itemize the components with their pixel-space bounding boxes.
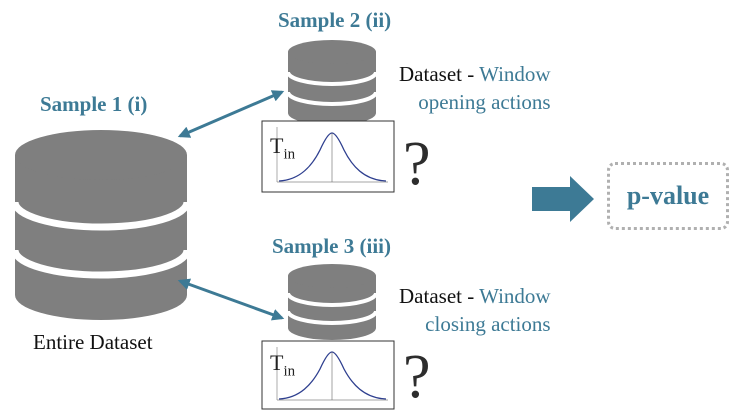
sample3-distribution-plot xyxy=(261,340,395,410)
p-value-box: p-value xyxy=(607,162,729,230)
sample3-question-mark: ? xyxy=(403,343,431,411)
sample2-database-icon xyxy=(286,40,378,125)
sample3-description: Dataset - Window closing actions xyxy=(399,282,551,338)
sample3-label: Sample 3 (iii) xyxy=(272,234,391,258)
sample2-desc-line2: opening actions xyxy=(418,90,551,114)
sample2-desc-accent: Window xyxy=(479,62,551,86)
sample3-link-arrow xyxy=(177,278,285,321)
sample1-label: Sample 1 (i) xyxy=(40,92,148,116)
sample3-desc-line2: closing actions xyxy=(425,312,551,336)
sample2-question-mark: ? xyxy=(403,130,431,198)
sample2-description: Dataset - Window opening actions xyxy=(399,60,551,116)
entire-dataset-label: Entire Dataset xyxy=(33,330,153,354)
sample2-distribution-plot xyxy=(261,120,395,193)
entire-dataset-database-icon xyxy=(11,130,191,320)
sample2-link-arrow xyxy=(177,90,285,138)
sample3-statistic-label: Tin xyxy=(270,350,296,380)
sample2-desc-prefix: Dataset - xyxy=(399,62,480,86)
sample3-desc-prefix: Dataset - xyxy=(399,284,480,308)
sample3-desc-accent: Window xyxy=(479,284,551,308)
sample2-statistic-label: Tin xyxy=(270,133,296,163)
sample2-label: Sample 2 (ii) xyxy=(278,8,392,32)
result-block-arrow xyxy=(532,176,594,222)
p-value-label: p-value xyxy=(626,181,710,210)
sample3-database-icon xyxy=(286,264,378,340)
